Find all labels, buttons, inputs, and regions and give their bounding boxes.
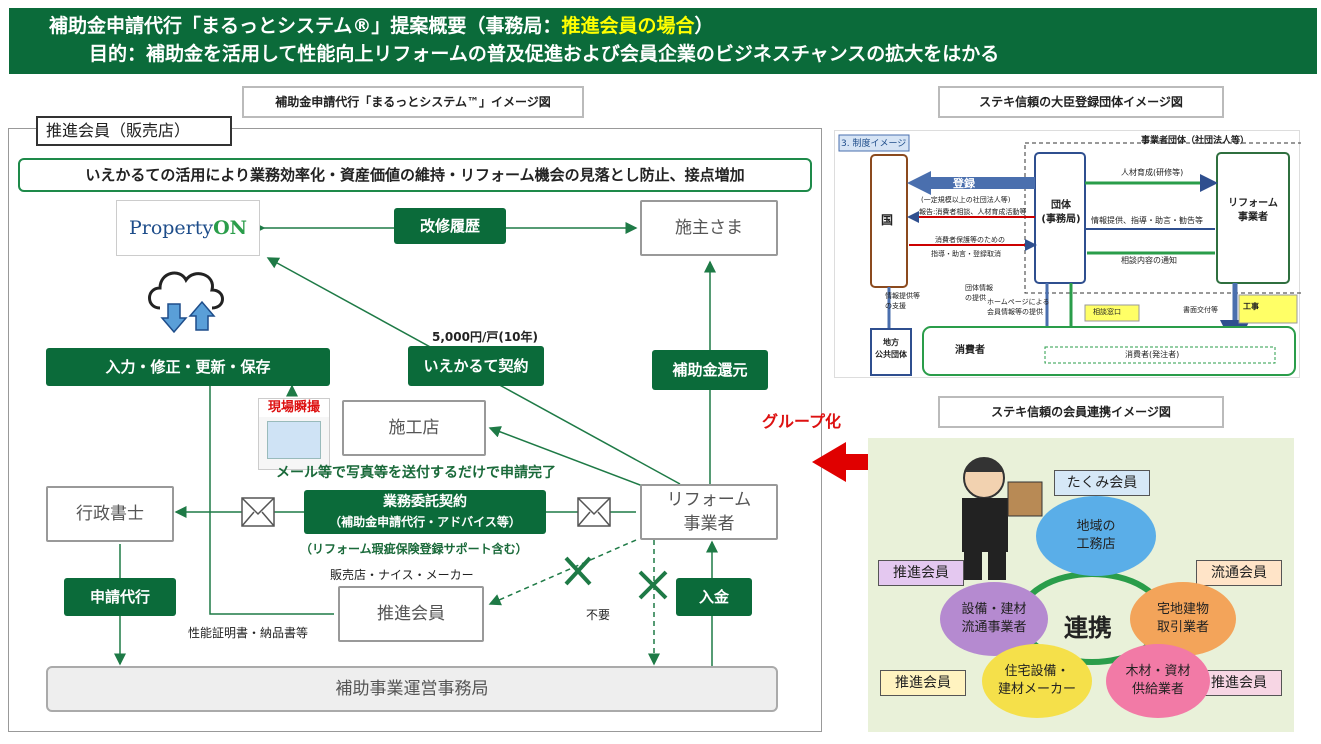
outsourcing-note: （リフォーム瑕疵保険登録サポート含む） [300, 542, 528, 556]
left-diagram-frame [8, 128, 822, 732]
registration-label: 登録 [953, 177, 975, 190]
report-note: 報告:消費者相談、人材育成活動等 [919, 208, 1027, 216]
consumer-label: 消費者 [955, 345, 985, 356]
right-bottom-caption: ステキ信頼の会員連携イメージ図 [938, 396, 1224, 428]
cloud-sync-icon [140, 258, 230, 338]
envelope-icon [241, 497, 275, 527]
guidance-note: 指導・助言・登録取消 [931, 250, 1001, 258]
takumi-tag: たくみ会員 [1054, 470, 1150, 496]
regional-builder-circle: 地域の工務店 [1036, 496, 1156, 576]
construction-shop-box: 施工店 [342, 400, 486, 456]
craftsman-illustration [962, 457, 1043, 580]
owner-box: 施主さま [640, 200, 778, 256]
distribution-tag: 流通会員 [1196, 560, 1282, 586]
construction-label: 工事 [1243, 302, 1259, 311]
fee-label: 5,000円/戸(10年) [432, 330, 539, 344]
benefit-banner: いえかるての活用により業務効率化・資産価値の維持・リフォーム機会の見落とし防止、… [18, 158, 812, 192]
right-top-caption: ステキ信頼の大臣登録団体イメージ図 [938, 86, 1224, 118]
promo-tag-1: 推進会員 [878, 560, 964, 586]
info-support-note: 情報提供等の支援 [885, 292, 920, 310]
iekarte-contract-box: いえかるて契約 [408, 346, 544, 386]
app-badge: 現場瞬撮 [259, 399, 329, 417]
homepage-note: ホームページによる会員情報等の提供 [987, 298, 1050, 316]
consult-notice: 相談内容の通知 [1121, 256, 1177, 265]
reform-label: リフォーム事業者 [1228, 198, 1278, 223]
seido-tag: 3. 制度イメージ [841, 139, 907, 149]
consult-window: 相談窓口 [1093, 308, 1121, 316]
left-caption: 補助金申請代行「まるっとシステム™」イメージ図 [242, 86, 584, 118]
grouping-label: グループ化 [762, 412, 842, 431]
cert-note: 性能証明書・納品書等 [188, 626, 309, 640]
scrivener-box: 行政書士 [46, 486, 174, 542]
realestate-circle: 宅地建物取引業者 [1130, 582, 1236, 656]
support-note: 消費者保護等のための [935, 236, 1005, 244]
group-info-note: 団体情報の提供 [965, 284, 993, 302]
country-label: 国 [881, 213, 894, 227]
payment-box: 入金 [676, 578, 752, 616]
header-line1: 補助金申請代行「まるっとシステム®」提案概要（事務局：推進会員の場合） [49, 15, 714, 37]
doc-delivery: 書面交付等 [1183, 306, 1218, 314]
grouping-arrow [812, 442, 900, 482]
group-label: 団体(事務局) [1041, 200, 1081, 225]
business-group-label: 事業者団体（社団法人等） [1141, 136, 1250, 146]
input-box: 入力・修正・更新・保存 [46, 348, 330, 386]
renkei-label: 連携 [1064, 614, 1112, 642]
header-line2: 目的：補助金を活用して性能向上リフォームの普及促進および会員企業のビジネスチャン… [89, 43, 1000, 65]
app-screenshot: 現場瞬撮 [258, 398, 330, 470]
promoting-member-box: 推進会員 [338, 586, 484, 642]
local-gov-label: 地方公共団体 [875, 338, 907, 359]
registration-note: (一定規模以上の社団法人等) [921, 196, 1011, 204]
revision-label: 改修履歴 [394, 208, 506, 244]
send-note: メール等で写真等を送付するだけで申請完了 [276, 465, 556, 481]
not-needed-label: 不要 [586, 608, 611, 622]
consumer-client-label: 消費者(発注者) [1125, 350, 1180, 359]
application-box: 申請代行 [64, 578, 176, 616]
training-label: 人材育成(研修等) [1121, 168, 1184, 177]
housing-maker-circle: 住宅設備・建材メーカー [982, 644, 1092, 718]
outsourcing-box: 業務委託契約 （補助金申請代行・アドバイス等） [304, 490, 546, 534]
promo-tag-2: 推進会員 [880, 670, 966, 696]
sales-tab: 推進会員（販売店） [36, 116, 232, 146]
sellers-note: 販売店・ナイス・メーカー [330, 568, 474, 582]
member-network-diagram: たくみ会員 地域の工務店 連携 推進会員 流通会員 設備・建材流通事業者 宅地建… [868, 438, 1294, 732]
info-note: 情報提供、指導・助言・勧告等 [1091, 216, 1203, 225]
subsidy-return-box: 補助金還元 [652, 350, 768, 390]
registration-diagram: 3. 制度イメージ 国 団体(事務局) リフォーム事業者 事業者団体（社団法人等… [834, 130, 1301, 378]
propertyon-logo: PropertyON [116, 200, 260, 256]
page-header: 補助金申請代行「まるっとシステム®」提案概要（事務局：推進会員の場合） 目的：補… [9, 8, 1317, 74]
office-box: 補助事業運営事務局 [46, 666, 778, 712]
equipment-distributor-circle: 設備・建材流通事業者 [940, 582, 1048, 656]
reform-company-box: リフォーム 事業者 [640, 484, 778, 540]
lumber-supplier-circle: 木材・資材供給業者 [1106, 644, 1210, 718]
